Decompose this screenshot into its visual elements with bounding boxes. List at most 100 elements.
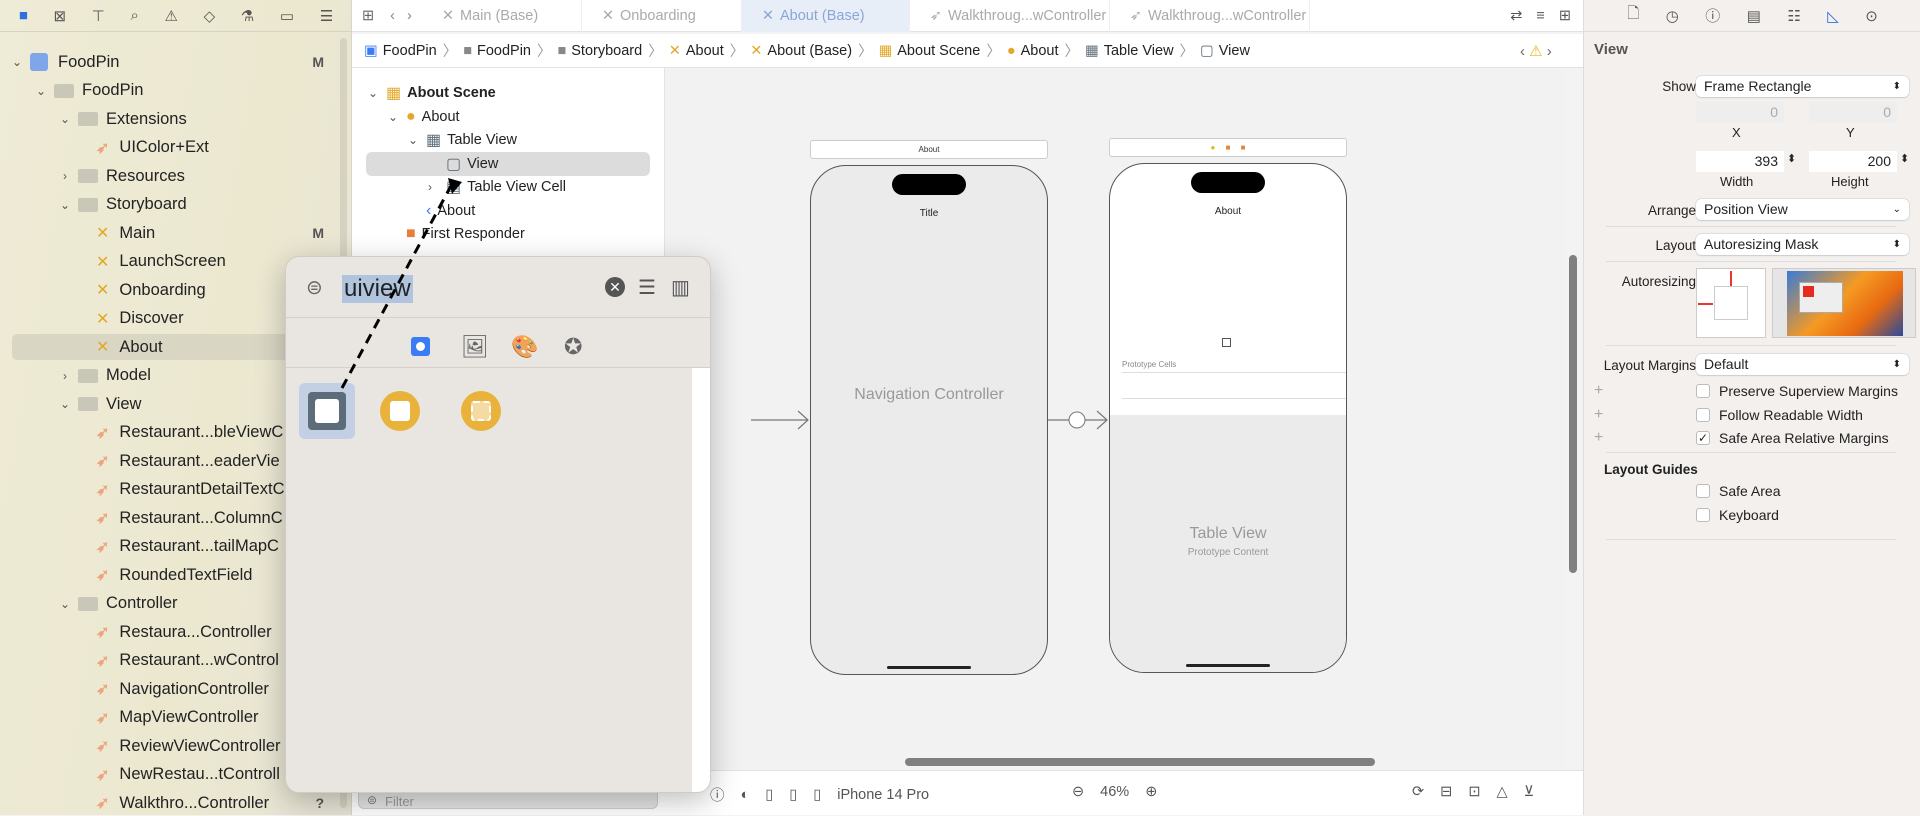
clear-search-icon[interactable]: ✕: [605, 277, 625, 297]
breadcrumb-item[interactable]: ▦Table View: [1085, 43, 1174, 59]
navigation-controller-scene[interactable]: Title Navigation Controller: [810, 165, 1048, 675]
checkbox[interactable]: [1696, 484, 1710, 498]
outline-item[interactable]: ■First Responder: [388, 222, 525, 246]
navigator-item[interactable]: ➶ReviewViewController: [0, 733, 340, 759]
first-responder-icon[interactable]: ■: [1225, 143, 1231, 152]
breadcrumb-item[interactable]: ■FoodPin: [463, 43, 531, 59]
add-variation-icon[interactable]: +: [1594, 382, 1604, 399]
checkbox[interactable]: [1696, 507, 1710, 522]
editor-tab[interactable]: ➶Walkthroug...wController: [1110, 0, 1310, 32]
device-name[interactable]: iPhone 14 Pro: [837, 786, 930, 803]
filter-icon[interactable]: ⊜: [306, 277, 323, 299]
debug-icon[interactable]: ⚗: [240, 7, 255, 25]
width-field[interactable]: 393: [1696, 151, 1784, 172]
objects-icon[interactable]: [411, 337, 430, 356]
folder-icon[interactable]: ■: [18, 7, 28, 24]
outline-item[interactable]: ▢View: [366, 151, 650, 176]
attributes-icon[interactable]: ☷: [1787, 7, 1801, 25]
breakpoint-icon[interactable]: ▭: [279, 7, 295, 25]
checkbox[interactable]: [1696, 407, 1710, 422]
identity-icon[interactable]: ▤: [1746, 7, 1761, 25]
split-icon[interactable]: ▯: [789, 786, 798, 803]
layout-margins-select[interactable]: Default⬍: [1696, 354, 1909, 375]
outline-item[interactable]: ‹About: [408, 199, 475, 223]
add-variation-icon[interactable]: +: [1594, 429, 1604, 446]
help-icon[interactable]: ⓘ: [1705, 8, 1721, 25]
add-variation-icon[interactable]: +: [1594, 405, 1604, 423]
navigator-item[interactable]: ✕Onboarding: [0, 277, 340, 303]
vertical-scrollbar[interactable]: [1569, 255, 1577, 573]
test-icon[interactable]: ◇: [203, 7, 216, 25]
header-view[interactable]: [1222, 338, 1231, 347]
checkbox[interactable]: [1696, 384, 1710, 398]
breadcrumb-item[interactable]: ●About: [1007, 43, 1059, 59]
navigator-item[interactable]: ›Model: [0, 363, 340, 389]
editor-tab[interactable]: ✕Onboarding: [582, 0, 742, 32]
navigator-item[interactable]: ➶Restaura...Controller: [0, 619, 340, 645]
navigator-item[interactable]: ➶Restaurant...tailMapC: [0, 534, 340, 560]
navigator-item[interactable]: ➶UIColor+Ext: [0, 135, 340, 161]
chevron-right-icon[interactable]: ›: [428, 180, 432, 194]
grid-icon[interactable]: ⊞: [362, 7, 375, 24]
navigator-item[interactable]: ➶NewRestau...tControll: [0, 762, 340, 788]
navigator-item[interactable]: ➶Restaurant...eaderVie: [0, 448, 340, 474]
size-inspector-icon[interactable]: ◺: [1827, 7, 1839, 25]
table-view-controller-scene[interactable]: About Prototype Cells Table View Prototy…: [1109, 163, 1347, 673]
add-editor-icon[interactable]: ⊞: [1558, 7, 1571, 24]
breadcrumb-item[interactable]: ▦About Scene: [879, 43, 981, 59]
layout-select[interactable]: Autoresizing Mask⬍: [1696, 234, 1909, 255]
outline-item[interactable]: ⌄▦Table View: [408, 128, 517, 152]
update-frames-icon[interactable]: ⟳: [1412, 784, 1425, 800]
width-stepper[interactable]: ⬍: [1787, 153, 1797, 165]
navigator-item[interactable]: ➶RoundedTextField: [0, 562, 340, 588]
search-icon[interactable]: ⌕: [130, 7, 139, 24]
chevron-right-icon[interactable]: ›: [63, 169, 67, 183]
zoom-in-icon[interactable]: ⊕: [1145, 784, 1158, 800]
storyboard-canvas[interactable]: About Title Navigation Controller ● ■ ■ …: [665, 68, 1565, 768]
issue-navigator[interactable]: ‹ ⚠ ›: [1520, 43, 1552, 60]
navigator-item[interactable]: ⌄FoodPin: [0, 78, 340, 104]
chevron-down-icon[interactable]: ⌄: [59, 197, 71, 212]
accessibility-icon[interactable]: ⓘ: [710, 788, 725, 804]
breadcrumb-item[interactable]: ▢View: [1200, 43, 1250, 59]
source-control-icon[interactable]: ⊠: [53, 7, 67, 25]
view-icon[interactable]: [299, 383, 355, 439]
outline-item[interactable]: ›▤Table View Cell: [428, 175, 566, 199]
navigator-item[interactable]: ›Resources: [0, 163, 340, 189]
navigator-item[interactable]: ⌄Controller: [0, 591, 340, 617]
navigator-item[interactable]: ✕Discover: [0, 306, 340, 332]
view-controller-icon[interactable]: ●: [1210, 143, 1216, 152]
warning-icon[interactable]: ⚠: [164, 7, 178, 25]
table-scene-header[interactable]: ● ■ ■: [1109, 138, 1347, 157]
chevron-down-icon[interactable]: ⌄: [11, 55, 23, 69]
navigator-item[interactable]: ➶Walkthro...Controller?: [0, 790, 340, 816]
outline-item[interactable]: ⌄●About: [388, 105, 460, 129]
detail-view-icon[interactable]: ▥: [671, 277, 690, 299]
zoom-out-icon[interactable]: ⊖: [1072, 784, 1085, 800]
navigator-item[interactable]: ➶Restaurant...bleViewC: [0, 420, 340, 446]
chevron-down-icon[interactable]: ⌄: [408, 133, 419, 147]
editor-options-icon[interactable]: ≡: [1536, 7, 1545, 24]
arrange-select[interactable]: Position View⌄: [1696, 199, 1909, 220]
forward-icon[interactable]: ›: [407, 7, 412, 24]
device-icon[interactable]: ▯: [813, 786, 822, 803]
navigator-item[interactable]: ✕About: [12, 334, 336, 360]
breadcrumb-item[interactable]: ▣FoodPin: [364, 43, 437, 59]
nav-scene-header[interactable]: About: [810, 140, 1048, 159]
breadcrumb-item[interactable]: ■Storyboard: [558, 43, 643, 59]
breadcrumb-item[interactable]: ✕About (Base): [750, 43, 852, 59]
resolve-issues-icon[interactable]: △: [1496, 784, 1508, 800]
align-icon[interactable]: ⊟: [1440, 784, 1453, 800]
horizontal-scrollbar[interactable]: [905, 758, 1375, 766]
history-icon[interactable]: ◷: [1665, 7, 1679, 25]
report-icon[interactable]: ☰: [319, 7, 334, 25]
favorites-icon[interactable]: ✪: [564, 334, 583, 359]
colors-icon[interactable]: 🎨: [511, 334, 539, 359]
show-select[interactable]: Frame Rectangle⬍: [1696, 76, 1909, 97]
outline-item[interactable]: ⌄▦About Scene: [368, 81, 496, 105]
navigator-item[interactable]: ➶NavigationController: [0, 676, 340, 702]
chevron-down-icon[interactable]: ⌄: [59, 596, 71, 611]
navigator-item[interactable]: ⌄View: [0, 391, 340, 417]
navigator-item[interactable]: ➶MapViewController: [0, 705, 340, 731]
